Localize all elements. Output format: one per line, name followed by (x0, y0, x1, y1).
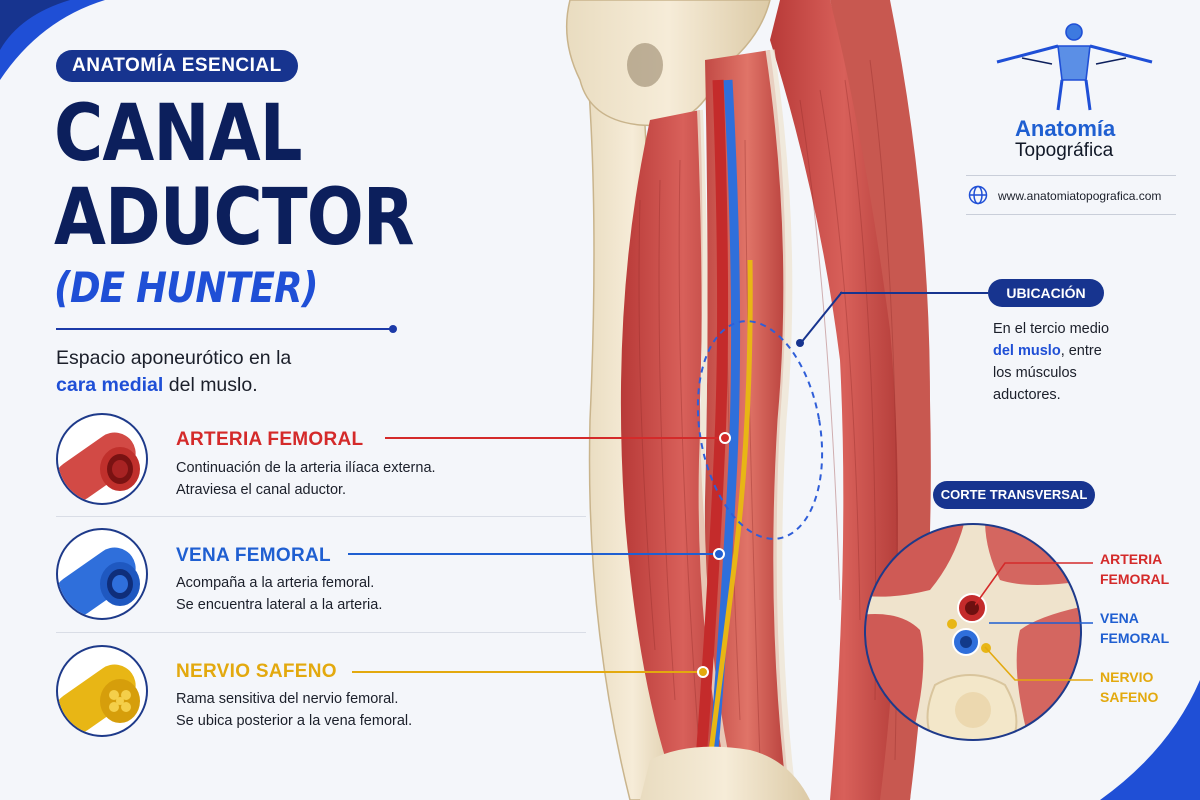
brand-name-line-1: Anatomía (1015, 116, 1116, 141)
nerve-illustration (56, 645, 148, 737)
cs-label-nerve: NERVIO SAFENO (1100, 667, 1158, 707)
globe-icon (968, 185, 988, 205)
cross-section-leaders (975, 562, 1093, 681)
cs-label-artery: ARTERIA FEMORAL (1100, 549, 1169, 589)
brand-name-line-2: Topográfica (1015, 140, 1114, 161)
cs-nerve-1 (947, 619, 957, 629)
human-figure-logo (996, 23, 1153, 111)
location-part1: En el tercio medio (993, 321, 1110, 337)
page-title-line-2: ADUCTOR (54, 173, 415, 263)
nerve-leader-line (352, 671, 702, 673)
nerve-leader-dot (697, 666, 709, 678)
brand-rule-top (966, 175, 1176, 176)
vein-icon (58, 547, 140, 618)
row-separator (56, 516, 586, 517)
category-badge: ANATOMÍA ESENCIAL (56, 50, 298, 82)
artery-name: ARTERIA FEMORAL (176, 429, 364, 450)
corner-swoosh-bottom-right (1100, 680, 1200, 800)
vein-desc-1: Acompaña a la arteria femoral. (176, 575, 375, 591)
page-title-line-1: CANAL (54, 89, 303, 179)
intro-part2: del muslo. (168, 374, 258, 396)
vein-leader-dot (713, 548, 725, 560)
location-part4: aductores. (993, 387, 1061, 403)
obturator-foramen (627, 43, 663, 87)
vein-illustration (56, 528, 148, 620)
cs-artery-line1: ARTERIA (1100, 551, 1163, 567)
artery-desc-1: Continuación de la arteria ilíaca extern… (176, 460, 436, 476)
saphenous-nerve (702, 259, 753, 800)
artery-icon (58, 432, 140, 503)
row-separator (56, 632, 586, 633)
nerve-icon (58, 664, 140, 735)
artery-leader-line (385, 437, 725, 439)
brand-rule-bottom (966, 214, 1176, 215)
intro-part1: Espacio aponeurótico en la (56, 347, 292, 369)
cs-artery-line2: FEMORAL (1100, 571, 1170, 587)
website-url[interactable]: www.anatomiatopografica.com (998, 189, 1162, 203)
location-part3: los músculos (993, 365, 1077, 381)
vein-leader-line (348, 553, 718, 555)
corner-swoosh-top-left (0, 0, 105, 80)
cs-nerve-line2: SAFENO (1100, 689, 1159, 705)
location-leader-line (840, 292, 988, 294)
artery-leader-dot (719, 432, 731, 444)
fascia-strip (765, 49, 797, 800)
title-divider (56, 328, 392, 330)
artery-desc-2: Atraviesa el canal aductor. (176, 482, 347, 498)
nerve-desc-1: Rama sensitiva del nervio femoral. (176, 691, 399, 707)
location-part2: , entre (1060, 343, 1102, 359)
page-subtitle: (DE HUNTER) (54, 263, 319, 312)
adductor-canal-outline (696, 320, 824, 540)
artery-illustration (56, 413, 148, 505)
vein-desc-2: Se encuentra lateral a la arteria. (176, 597, 383, 613)
cs-vein-line1: VENA (1100, 610, 1139, 626)
nerve-desc-2: Se ubica posterior a la vena femoral. (176, 713, 413, 729)
knee-bone (640, 746, 810, 800)
nerve-name: NERVIO SAFENO (176, 661, 337, 682)
intro-highlight: cara medial (56, 374, 164, 396)
title-divider-dot (389, 325, 397, 333)
location-description: En el tercio medio del muslo, entre los … (993, 318, 1153, 406)
cs-nerve-line1: NERVIO (1100, 669, 1154, 685)
cross-section-diagram (864, 523, 1082, 741)
intro-text: Espacio aponeurótico en la cara medial d… (56, 345, 396, 399)
location-highlight: del muslo (993, 343, 1061, 359)
cs-vein-line2: FEMORAL (1100, 630, 1170, 646)
cs-label-vein: VENA FEMORAL (1100, 608, 1169, 648)
cross-section-badge: CORTE TRANSVERSAL (933, 481, 1095, 509)
location-leader-diagonal (796, 291, 843, 347)
vein-name: VENA FEMORAL (176, 545, 331, 566)
location-badge: UBICACIÓN (988, 279, 1104, 307)
hip-joint (565, 0, 771, 127)
